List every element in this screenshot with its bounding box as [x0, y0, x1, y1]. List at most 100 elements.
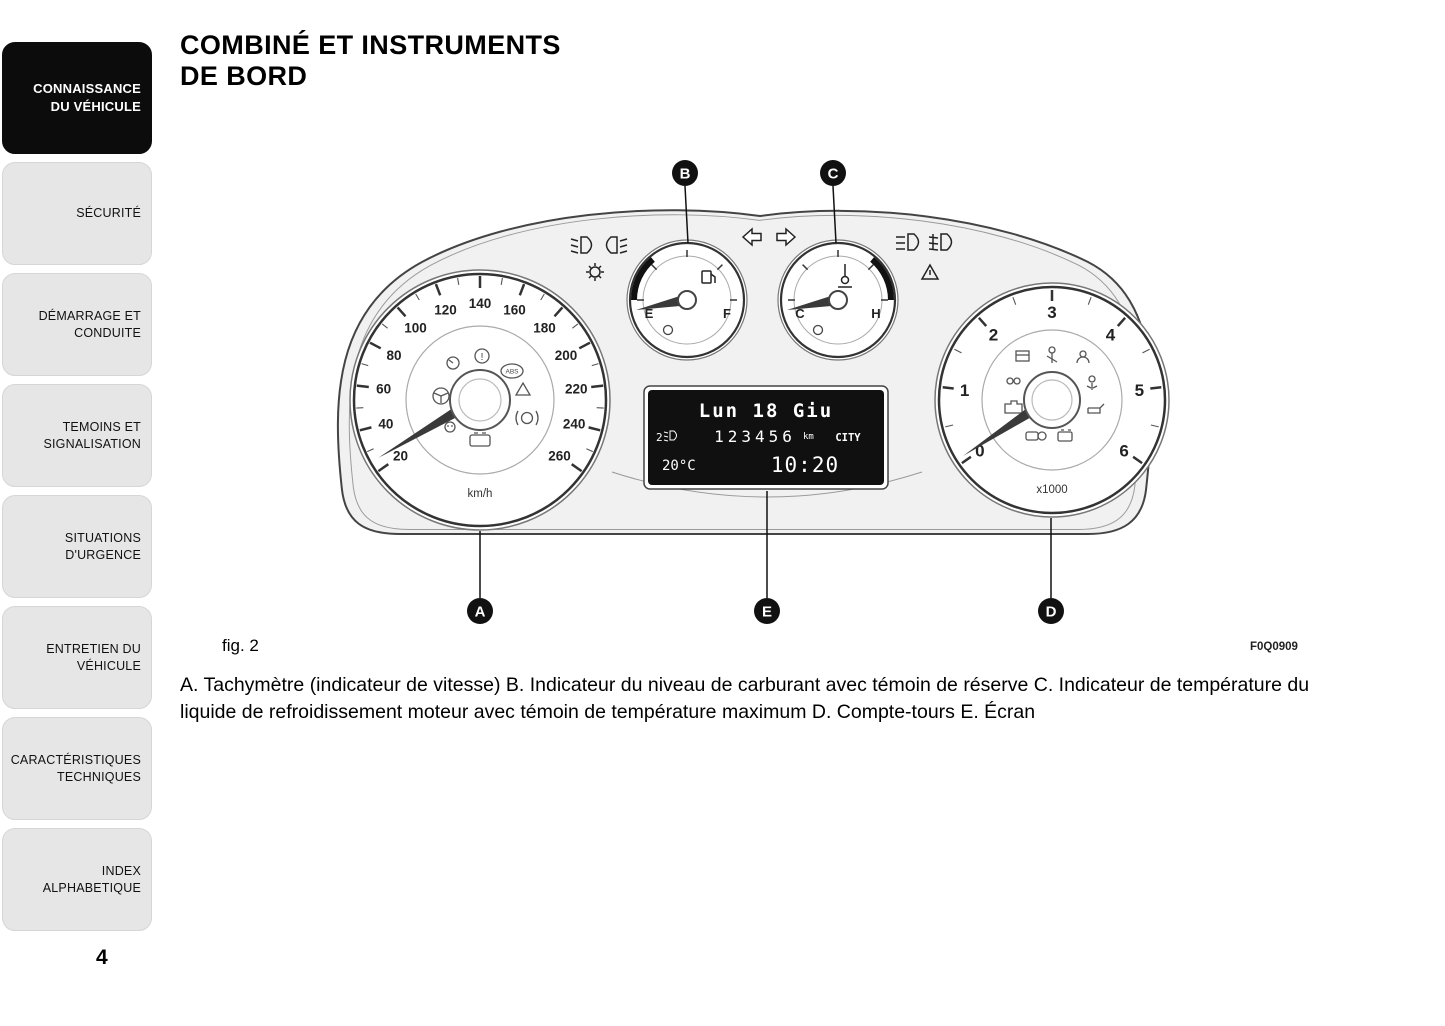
svg-text:!: !: [481, 352, 484, 363]
fuel-empty-label: E: [645, 306, 654, 321]
svg-text:1: 1: [960, 381, 969, 400]
gauge-icon: [446, 356, 460, 370]
coolant-temp-icon: [838, 264, 852, 288]
svg-text:6: 6: [1119, 442, 1128, 461]
sidebar-item-demarrage-et-conduite[interactable]: DÉMARRAGE ET CONDUITE: [2, 273, 152, 376]
light-switch-icon: [586, 263, 604, 281]
temp-hot-label: H: [871, 306, 880, 321]
warning-triangle-icon: [920, 263, 940, 280]
left-lighting-icons: [570, 236, 628, 281]
sidebar-item-temoins-et-signalisation[interactable]: TEMOINS ET SIGNALISATION: [2, 384, 152, 487]
sidebar: CONNAISSANCE DU VÉHICULE SÉCURITÉ DÉMARR…: [2, 42, 152, 931]
tachometer: 0 1 2 3 4 5 6: [934, 282, 1170, 518]
right-turn-signal-icon: [776, 227, 797, 247]
figure-description: A. Tachymètre (indicateur de vitesse) B.…: [180, 674, 1310, 724]
temperature-gauge: C H: [777, 239, 899, 361]
svg-text:260: 260: [548, 449, 571, 464]
speedometer-minor-ticks: [356, 277, 604, 453]
sidebar-item-connaissance-du-vehicule[interactable]: CONNAISSANCE DU VÉHICULE: [2, 42, 152, 154]
svg-text:B: B: [680, 166, 691, 183]
tachometer-telltales: [1004, 346, 1105, 442]
callout-d: D: [1038, 518, 1064, 624]
svg-text:A: A: [475, 604, 486, 621]
page-title-line1: COMBINÉ ET INSTRUMENTS: [180, 30, 561, 60]
sidebar-item-label: DÉMARRAGE ET CONDUITE: [38, 308, 141, 340]
svg-text:E: E: [762, 604, 772, 621]
svg-text:60: 60: [376, 382, 391, 397]
svg-text:120: 120: [434, 302, 457, 317]
svg-text:100: 100: [404, 321, 427, 336]
fuel-gauge: E F: [626, 239, 748, 361]
display-mode: CITY: [835, 432, 861, 444]
svg-text:0: 0: [975, 442, 984, 461]
sidebar-item-label: TEMOINS ET SIGNALISATION: [43, 419, 141, 451]
tachometer-unit: x1000: [1036, 484, 1067, 496]
brake-warning-icon: !: [474, 348, 490, 364]
temp-max-warning-lamp: [812, 324, 824, 336]
sidebar-item-entretien-du-vehicule[interactable]: ENTRETIEN DU VÉHICULE: [2, 606, 152, 709]
svg-text:C: C: [828, 166, 839, 183]
temp-gauge-ticks: [788, 250, 888, 301]
fuel-gauge-ticks: [637, 250, 737, 301]
sidebar-item-index-alphabetique[interactable]: INDEX ALPHABETIQUE: [2, 828, 152, 931]
callout-a: A: [467, 531, 493, 624]
seatbelt-icon: [1046, 346, 1058, 363]
glow-plug-icon: [1006, 377, 1021, 385]
svg-text:200: 200: [555, 348, 578, 363]
svg-text:220: 220: [565, 382, 588, 397]
left-turn-signal-icon: [741, 227, 762, 247]
engine-check-icon: [1004, 400, 1023, 414]
display-odometer-unit: km: [803, 432, 814, 442]
callouts: B C A E D: [467, 160, 1064, 624]
sidebar-item-caracteristiques-techniques[interactable]: CARACTÉRISTIQUES TECHNIQUES: [2, 717, 152, 820]
tachometer-minor-ticks: [945, 297, 1159, 428]
fuel-hub: [677, 290, 697, 310]
side-airbag-icon: [1086, 375, 1098, 390]
speedometer-labels: 20 40 60 80 100 120 140 160 180 200 220 …: [376, 296, 587, 464]
display-temperature: 20°C: [662, 458, 696, 474]
sidebar-item-label: SITUATIONS D'URGENCE: [64, 530, 141, 562]
page-number: 4: [96, 946, 108, 969]
fuel-reserve-warning-lamp: [662, 324, 674, 336]
figure-caption: fig. 2: [222, 636, 259, 655]
speedometer-telltales: ! ABS: [432, 348, 539, 447]
sidebar-item-label: SÉCURITÉ: [76, 206, 141, 221]
abs-icon: ABS: [500, 363, 524, 379]
svg-text:40: 40: [378, 417, 393, 432]
display-beam-icon: [663, 430, 677, 442]
sidebar-item-label: CONNAISSANCE DU VÉHICULE: [33, 81, 141, 114]
fuel-pump-icon: [701, 270, 716, 284]
oil-pressure-icon: [1087, 403, 1105, 414]
high-beam-icon: [896, 233, 920, 251]
speedometer-unit: km/h: [468, 488, 493, 500]
speedometer-major-ticks: [356, 276, 604, 473]
turn-signal-icons: [741, 227, 797, 247]
callout-c: C: [820, 160, 846, 244]
brake-circle-icon: [515, 410, 539, 426]
position-lights-icon: [605, 236, 628, 254]
sidebar-item-label: CARACTÉRISTIQUES TECHNIQUES: [10, 752, 141, 784]
sidebar-item-situations-d-urgence[interactable]: SITUATIONS D'URGENCE: [2, 495, 152, 598]
right-lighting-icons: [896, 233, 953, 280]
steering-icon: [432, 387, 450, 405]
immobilizer-icon: [1025, 431, 1047, 441]
tachometer-labels: 0 1 2 3 4 5 6: [960, 303, 1144, 461]
display-time: 10:20: [771, 453, 839, 477]
fuel-reserve-zone: [630, 257, 655, 301]
page-title-line2: DE BORD: [180, 61, 308, 92]
low-beam-icon: [570, 236, 593, 254]
instrument-cluster-figure: 20 40 60 80 100 120 140 160 180 200 220 …: [300, 150, 1180, 650]
svg-text:140: 140: [469, 296, 492, 311]
battery-icon: [1057, 429, 1073, 442]
lcd-display: Lun 18 Giu 2 123456 km CITY 20°C 10:20: [643, 385, 889, 490]
svg-text:20: 20: [393, 449, 408, 464]
callout-b: B: [672, 160, 698, 244]
svg-text:180: 180: [533, 321, 556, 336]
temp-hub: [828, 290, 848, 310]
sidebar-item-securite[interactable]: SÉCURITÉ: [2, 162, 152, 265]
sidebar-item-label: INDEX ALPHABETIQUE: [42, 863, 141, 895]
svg-text:4: 4: [1106, 325, 1116, 344]
sidebar-item-label: ENTRETIEN DU VÉHICULE: [46, 641, 141, 673]
temp-max-zone: [870, 257, 895, 301]
svg-text:240: 240: [563, 417, 586, 432]
